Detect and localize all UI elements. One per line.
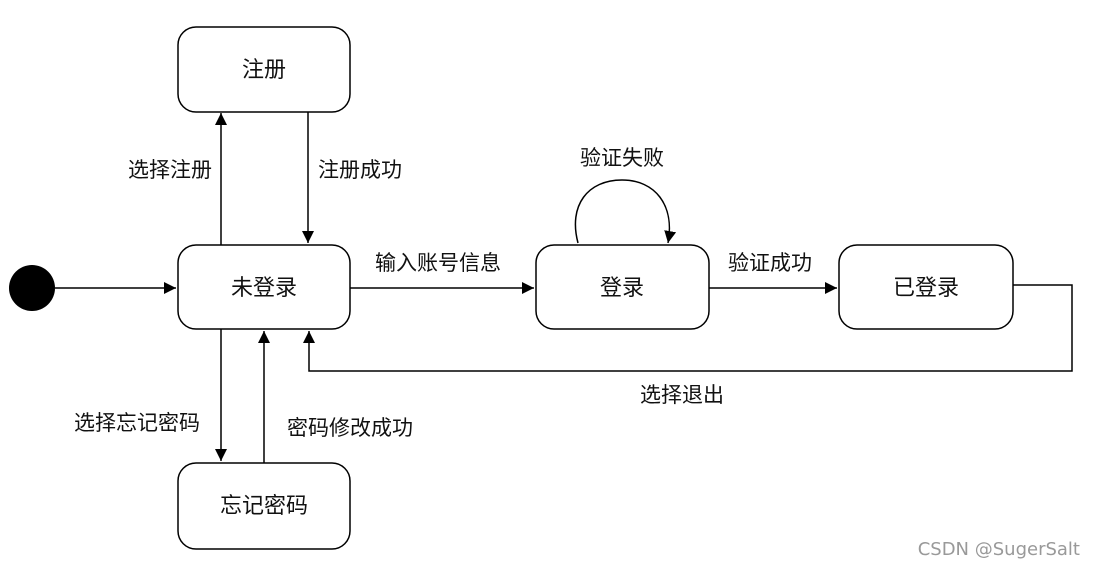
state-not-logged-in — [177, 244, 351, 330]
edge-password-change-success-label: 密码修改成功 — [287, 416, 413, 440]
state-login-label: 登录 — [600, 276, 644, 301]
edge-verify-fail — [574, 179, 677, 244]
state-logged-in-label: 已登录 — [893, 276, 959, 301]
edge-choose-register-label: 选择注册 — [128, 158, 212, 182]
edge-input-account-label: 输入账号信息 — [375, 251, 501, 275]
state-logged-in — [838, 244, 1014, 330]
state-register — [177, 26, 351, 113]
edge-choose-logout — [303, 284, 1073, 372]
edge-choose-logout-label: 选择退出 — [640, 383, 724, 407]
state-not-logged-in-label: 未登录 — [231, 276, 297, 301]
edge-verify-fail-label: 验证失败 — [580, 146, 664, 170]
edge-choose-forgot-password-label: 选择忘记密码 — [74, 411, 200, 435]
initial-state-dot — [9, 265, 55, 311]
edge-register-success-label: 注册成功 — [318, 158, 402, 182]
edge-verify-success-label: 验证成功 — [728, 251, 812, 275]
watermark: CSDN @SugerSalt — [918, 539, 1080, 560]
state-forgot-password-label: 忘记密码 — [220, 494, 308, 519]
state-login — [535, 244, 710, 330]
state-register-label: 注册 — [242, 58, 286, 83]
